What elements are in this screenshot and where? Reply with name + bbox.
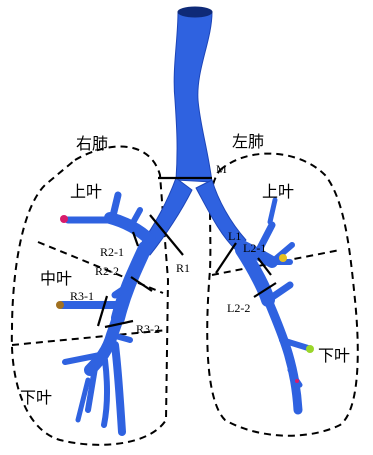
cut-line-L1 — [216, 243, 236, 273]
marker-right-middle — [56, 301, 64, 309]
left-lower-branch-b — [268, 300, 298, 410]
right-middle-lobe-label: 中叶 — [40, 269, 72, 288]
cut-label-R3-2: R3-2 — [136, 322, 160, 336]
marker-left-lower — [306, 345, 314, 353]
left-lung-title: 左肺 — [232, 132, 264, 151]
right-lower-branch-f — [78, 380, 88, 420]
trachea — [174, 12, 212, 182]
cut-label-L1: L1 — [228, 229, 241, 243]
cut-label-R2-2: R2-2 — [95, 264, 119, 278]
cut-label-R1: R1 — [176, 261, 190, 275]
right-upper-lobe-label: 上叶 — [70, 182, 102, 201]
right-lung-title: 右肺 — [76, 134, 108, 153]
airway-tree — [140, 7, 246, 255]
right-lower-branch-d — [115, 345, 122, 432]
cut-line-R3-1 — [98, 296, 107, 326]
left-upper-branch-d — [270, 200, 275, 222]
cut-label-R3-1: R3-1 — [70, 289, 94, 303]
left-lower-lobe-label: 下叶 — [318, 346, 350, 365]
airway-branches — [62, 195, 308, 432]
marker-left-upper — [279, 254, 287, 262]
left-upper-lobe-label: 上叶 — [262, 182, 294, 201]
marker-left-lower-small — [295, 379, 299, 383]
cut-label-R2-1: R2-1 — [100, 245, 124, 259]
cut-label-M: M — [216, 162, 227, 176]
cut-label-L2-1: L2-1 — [243, 241, 266, 255]
marker-right-upper — [60, 215, 68, 223]
right-lower-lobe-label: 下叶 — [20, 388, 52, 407]
trachea-opening — [178, 7, 212, 17]
right-lower-branch-e — [104, 360, 107, 425]
cut-label-L2-2: L2-2 — [227, 301, 250, 315]
